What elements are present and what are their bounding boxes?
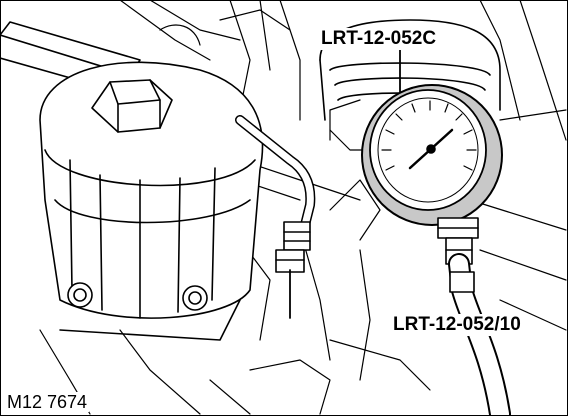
adapter-tool-label: LRT-12-052/10 (390, 314, 524, 336)
gauge-hose (448, 253, 511, 416)
fuel-pipe (235, 115, 316, 230)
oil-filter-housing (39, 61, 264, 319)
mounting-bolts (59, 282, 241, 341)
adapter-fitting (275, 221, 311, 273)
gauge-tool-label: LRT-12-052C (318, 28, 440, 50)
leader-lines (289, 49, 401, 319)
figure-reference: M12 7674 (5, 392, 90, 412)
pressure-gauge (361, 84, 503, 265)
